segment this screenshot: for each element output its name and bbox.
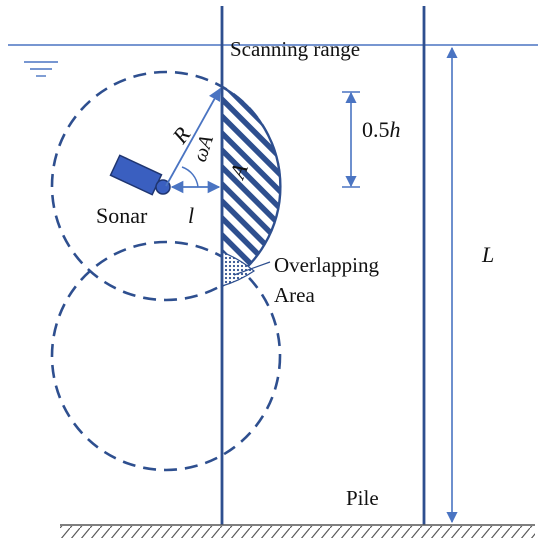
L-label: L <box>481 242 494 267</box>
l-label: l <box>188 203 194 228</box>
overlapping-area-region <box>221 251 255 287</box>
R-label: R <box>167 122 196 149</box>
scanning-range-label: Scanning range <box>230 37 360 61</box>
pile-label: Pile <box>346 486 379 510</box>
overlapping-label: Overlapping <box>274 253 379 277</box>
radius-arrow <box>165 87 221 187</box>
sonar-icon <box>109 154 171 196</box>
ground-hatch <box>60 526 535 538</box>
angle-arc <box>181 166 199 188</box>
sonar-range-circle-lower <box>50 240 282 472</box>
overlap-leader-line <box>233 261 271 276</box>
area-label: Area <box>274 283 315 307</box>
water-level-icon <box>24 61 58 77</box>
sonar-label: Sonar <box>96 203 148 228</box>
half-h-label: 0.5h <box>362 117 401 142</box>
